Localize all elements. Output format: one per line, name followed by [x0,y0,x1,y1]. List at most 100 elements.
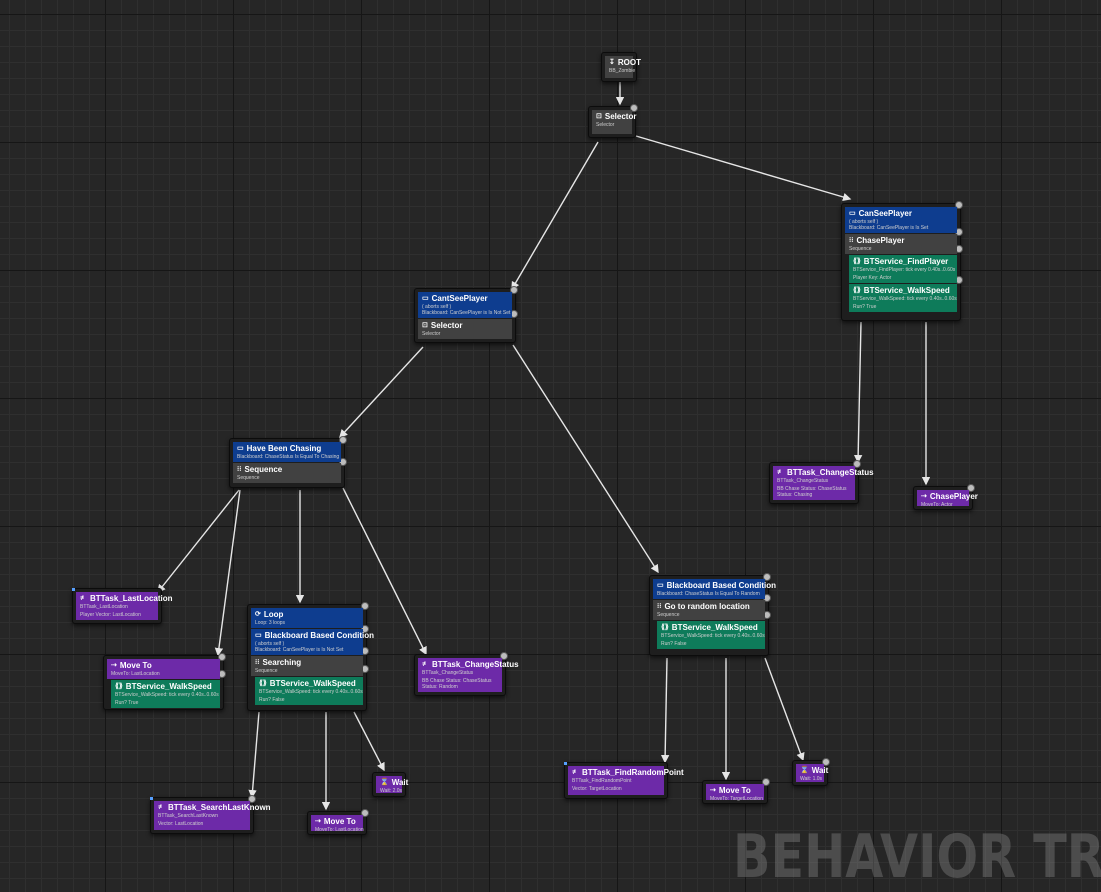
composite-sequence: ⁝⁝ChasePlayer Sequence [845,234,957,254]
output-pin[interactable] [967,484,975,492]
wire [342,487,427,656]
last-location-node[interactable]: ≢BTTask_LastLocation BTTask_LastLocation… [72,588,173,624]
service-icon: ⟪⟫ [853,287,861,294]
output-pin[interactable] [248,795,256,803]
output-pin[interactable] [510,286,518,294]
task-row: ⇢Move To MoveTo: LastLocation [311,815,364,833]
chase-player-move-node[interactable]: ⇢ChasePlayer MoveTo: Actor [913,484,978,510]
task-title: ChasePlayer [929,492,978,501]
wire [764,657,805,762]
decorator-title: CanSeePlayer [858,209,912,218]
change-status-random-node[interactable]: ≢BTTask_ChangeStatus BTTask_ChangeStatus… [414,652,519,696]
wire [512,344,659,574]
task-sub: MoveTo: LastLocation [111,671,160,677]
breakpoint-marker [564,762,567,765]
service-walk-speed[interactable]: ⟪⟫BTService_WalkSpeed BTService_WalkSpee… [657,621,765,649]
output-pin[interactable] [955,201,963,209]
wire [660,657,670,764]
selector-row: ⊡Selector Selector [592,110,636,134]
service-prop: Run? True [853,304,877,310]
random-location-node[interactable]: ▭Blackboard Based Condition Blackboard: … [649,573,776,656]
search-last-known-node[interactable]: ≢BTTask_SearchLastKnown BTTask_SearchLas… [150,795,271,834]
wait-2s-node[interactable]: ⌛Wait Wait: 2.0s [372,772,408,797]
task-row: ≢BTTask_LastLocation BTTask_LastLocation… [76,592,173,620]
service-sub: BTService_WalkSpeed: tick every 0.40s..0… [115,692,219,698]
move-to-last-location-2-node[interactable]: ⇢Move To MoveTo: LastLocation [307,809,369,835]
task-row: ≢BTTask_SearchLastKnown BTTask_SearchLas… [154,801,271,830]
move-to-last-location-node[interactable]: ⇢Move To MoveTo: LastLocation ⟪⟫BTServic… [103,653,226,710]
composite-sub: Sequence [237,475,260,481]
decorator-sub: Loop: 3 loops [255,620,286,626]
root-row: ↧ROOT BB_Zombie [605,56,641,78]
composite-title: Sequence [244,465,283,474]
wait-1s-node[interactable]: ⌛Wait Wait: 1.0s [792,758,830,786]
decorator-can-see-player[interactable]: ▭CanSeePlayer ( aborts self ) Blackboard… [845,207,957,233]
root-node[interactable]: ↧ROOT BB_Zombie [601,52,641,82]
service-prop: Run? False [661,641,687,647]
service-walk-speed[interactable]: ⟪⟫BTService_WalkSpeed BTService_WalkSpee… [849,284,957,312]
service-walk-speed[interactable]: ⟪⟫BTService_WalkSpeed BTService_WalkSpee… [255,677,363,705]
output-pin[interactable] [853,460,861,468]
decorator-icon: ▭ [422,295,429,302]
service-sub: BTService_WalkSpeed: tick every 0.40s..0… [259,689,363,695]
output-pin[interactable] [361,602,369,610]
task-sub: MoveTo: TargetLocation [710,796,763,802]
output-pin[interactable] [822,758,830,766]
wait-icon: ⌛ [800,767,809,774]
decorator-abort: ( aborts self ) [849,219,879,225]
decorator-title: Blackboard Based Condition [666,581,776,590]
service-find-player[interactable]: ⟪⟫BTService_FindPlayer BTService_FindPla… [849,255,957,283]
searching-node[interactable]: ⟳Loop Loop: 3 loops ▭Blackboard Based Co… [247,602,374,711]
decorator-title: Blackboard Based Condition [264,631,374,640]
decorator-title: Loop [263,610,284,619]
decorator-cant-see-player[interactable]: ▭CantSeePlayer ( aborts self ) Blackboar… [418,292,512,318]
output-pin[interactable] [630,104,638,112]
task-title: Move To [119,661,152,670]
can-see-player-node[interactable]: ▭CanSeePlayer ( aborts self ) Blackboard… [841,201,963,321]
decorator-blackboard-condition[interactable]: ▭Blackboard Based Condition Blackboard: … [653,579,776,599]
composite-title: Searching [262,658,302,667]
task-prop: Vector: TargetLocation [572,786,622,792]
move-to-icon: ⇢ [921,493,927,500]
output-pin[interactable] [361,809,369,817]
decorator-icon: ▭ [237,445,244,452]
service-sub: BTService_FindPlayer: tick every 0.40s..… [853,267,956,273]
task-row: ≢BTTask_ChangeStatus BTTask_ChangeStatus… [773,466,874,500]
output-pin[interactable] [500,652,508,660]
service-title: BTService_FindPlayer [863,257,949,266]
task-row: ≢BTTask_ChangeStatus BTTask_ChangeStatus… [418,658,519,692]
output-pin[interactable] [763,573,771,581]
output-pin[interactable] [339,436,347,444]
move-to-target-node[interactable]: ⇢Move To MoveTo: TargetLocation [702,778,770,804]
service-sub: BTService_WalkSpeed: tick every 0.40s..0… [661,633,765,639]
decorator-icon: ▭ [849,210,856,217]
have-been-chasing-node[interactable]: ▭Have Been Chasing Blackboard: ChaseStat… [229,436,347,488]
change-status-chasing-node[interactable]: ≢BTTask_ChangeStatus BTTask_ChangeStatus… [769,460,874,504]
decorator-have-been-chasing[interactable]: ▭Have Been Chasing Blackboard: ChaseStat… [233,442,341,462]
decorator-loop[interactable]: ⟳Loop Loop: 3 loops [251,608,363,628]
selector-icon: ⊡ [596,113,602,120]
top-selector-node[interactable]: ⊡Selector Selector [588,104,638,138]
task-sub: BTTask_ChangeStatus [422,670,474,676]
find-random-point-node[interactable]: ≢BTTask_FindRandomPoint BTTask_FindRando… [564,762,684,799]
output-pin[interactable] [762,778,770,786]
task-title: BTTask_FindRandomPoint [582,768,684,777]
wait-icon: ⌛ [380,779,389,786]
root-title: ROOT [617,58,641,67]
service-walk-speed[interactable]: ⟪⟫BTService_WalkSpeed BTService_WalkSpee… [111,680,220,708]
task-title: Move To [718,786,751,795]
cant-see-player-node[interactable]: ▭CantSeePlayer ( aborts self ) Blackboar… [414,286,518,343]
task-prop: Player Vector: LastLocation [80,612,141,618]
task-row: ≢BTTask_FindRandomPoint BTTask_FindRando… [568,766,684,795]
output-pin[interactable] [218,653,226,661]
service-prop: Run? True [115,700,139,706]
composite-title: Selector [430,321,463,330]
composite-sequence: ⁝⁝Sequence Sequence [233,463,341,483]
sequence-icon: ⁝⁝ [657,603,662,610]
wire [339,346,424,439]
service-sub: BTService_WalkSpeed: tick every 0.40s..0… [853,296,957,302]
task-title: Wait [811,766,829,775]
decorator-blackboard-condition[interactable]: ▭Blackboard Based Condition ( aborts sel… [251,629,374,655]
wire [214,489,241,657]
output-pin[interactable] [339,458,347,466]
